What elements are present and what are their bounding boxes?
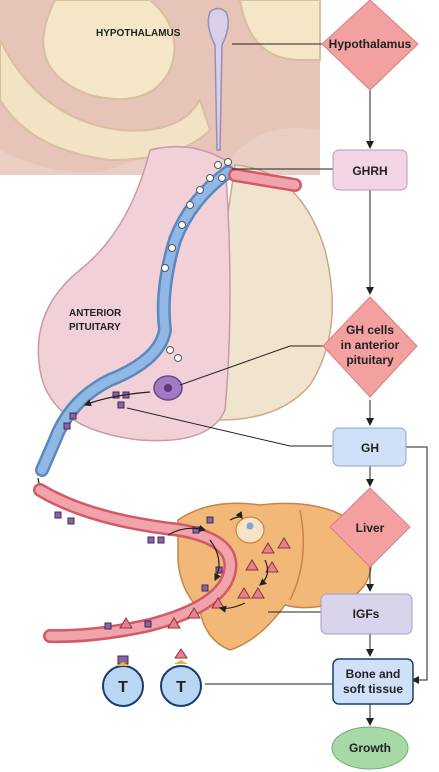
infundibulum-stalk: [207, 7, 229, 151]
flow-node-ghrh: GHRH: [332, 149, 408, 191]
flow-node-label: in anterior: [341, 338, 400, 352]
flow-node-growth: Growth: [331, 726, 409, 770]
flow-node-label: pituitary: [346, 353, 394, 367]
flow-node-gh: GH: [332, 427, 407, 467]
brain-tissue: [0, 0, 321, 175]
flow-node-label: GH: [361, 441, 379, 455]
flowchart-connectors: [126, 43, 428, 726]
anterior-pituitary-label-line2: PITUITARY: [69, 322, 121, 333]
target-cell-label: T: [118, 679, 128, 696]
flow-node-label: Bone and: [346, 667, 401, 681]
flow-node-label: GHRH: [352, 164, 387, 178]
flow-node-label: soft tissue: [343, 682, 403, 696]
flow-node-igfs: IGFs: [320, 593, 413, 635]
target-cell-1: T: [102, 655, 144, 707]
target-cell-2: T: [160, 648, 202, 707]
flow-node-label: IGFs: [353, 607, 380, 621]
systemic-vessel: [33, 483, 238, 644]
anterior-pituitary-label-line1: ANTERIOR: [69, 308, 122, 319]
flow-node-label: GH cells: [346, 323, 394, 337]
igf-molecules: [119, 537, 291, 629]
flow-node-bone-soft-tissue: Bone and soft tissue: [332, 658, 414, 705]
ghrh-granules: [161, 158, 232, 362]
somatotroph-cell: [153, 375, 183, 401]
flow-node-label: Hypothalamus: [329, 37, 412, 51]
artery-top: [228, 168, 302, 192]
hepatocyte: [235, 516, 265, 544]
gh-release-arrow: [83, 391, 151, 407]
portal-vessel: [35, 165, 235, 477]
flow-node-label: Liver: [356, 521, 385, 535]
flow-node-label: Growth: [349, 741, 391, 755]
hypothalamus-anatomy-label: HYPOTHALAMUS: [96, 28, 181, 39]
flow-node-hypothalamus: Hypothalamus: [321, 0, 419, 91]
flow-node-gh-cells: GH cells in anterior pituitary: [322, 296, 418, 398]
flow-arrows-anatomy: [167, 511, 269, 613]
target-cell-label: T: [176, 679, 186, 696]
flow-node-liver: Liver: [329, 487, 411, 568]
